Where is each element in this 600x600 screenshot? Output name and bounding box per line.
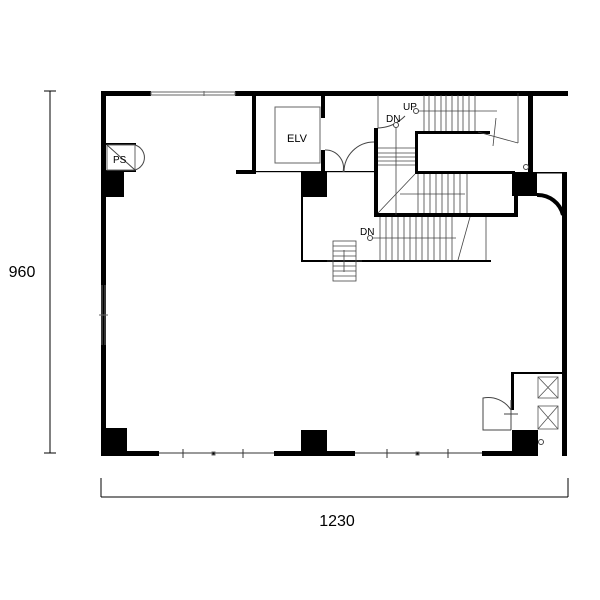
elevator-label: ELV <box>287 133 308 145</box>
width-dimension: 1230 <box>319 513 355 530</box>
windows <box>99 91 482 458</box>
elevator: ELV <box>274 106 321 164</box>
height-dimension: 960 <box>9 264 36 281</box>
equipment-units <box>537 376 559 430</box>
dimension-lines <box>44 90 569 498</box>
stairs <box>327 93 565 282</box>
stair-down-label-upper: DN <box>386 114 400 125</box>
stair-markers <box>367 108 544 445</box>
pipe-shaft: PS <box>106 144 136 171</box>
stair-up-label: UP <box>403 102 417 113</box>
stair-down-label-lower: DN <box>360 227 374 238</box>
doors <box>134 115 518 431</box>
walls <box>101 91 568 456</box>
pipe-shaft-label: PS <box>113 155 127 166</box>
